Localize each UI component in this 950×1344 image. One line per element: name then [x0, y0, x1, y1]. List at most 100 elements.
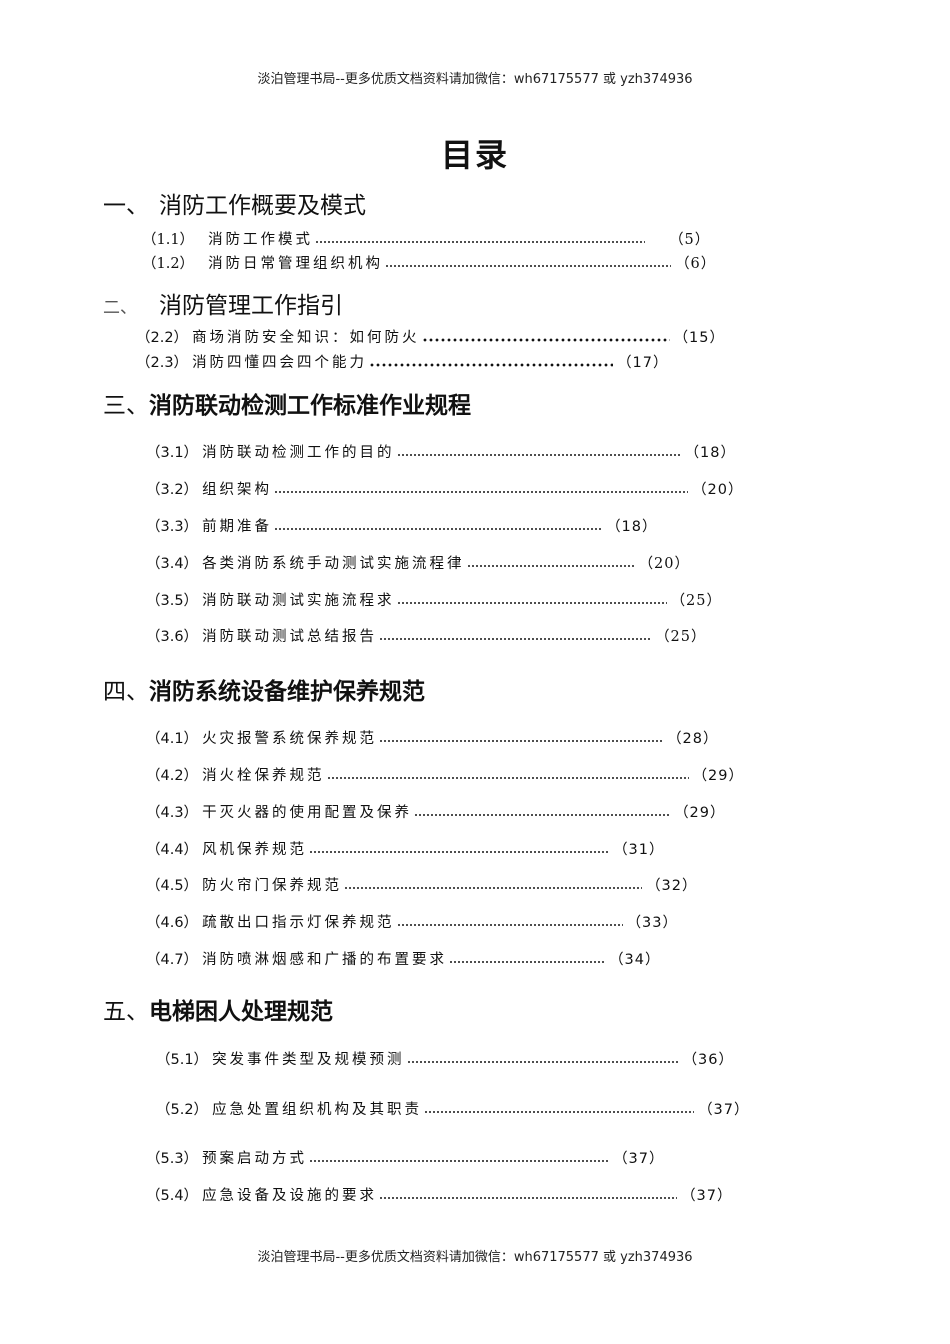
entry-code: （4.5）	[146, 878, 199, 894]
dot-leader	[274, 526, 603, 531]
entry-page: （20）	[638, 556, 691, 572]
entry-page: （15）	[673, 330, 726, 346]
entry-code: （4.2）	[146, 768, 199, 784]
toc-title: 目录	[440, 136, 509, 174]
toc-entry[interactable]: （5.4） 应急设备及设施的要求 （37）	[146, 1184, 733, 1205]
toc-entry[interactable]: （4.5） 防火帘门保养规范 （32）	[146, 874, 698, 895]
entry-code: （4.3）	[146, 805, 199, 821]
toc-entry[interactable]: （3.2） 组织架构 （20）	[146, 478, 744, 499]
dot-leader	[396, 922, 623, 927]
entry-label: 消防联动检测工作的目的	[202, 445, 395, 461]
section-heading-1[interactable]: 一、消防工作概要及模式	[103, 186, 366, 220]
dot-leader	[396, 452, 681, 457]
entry-label: 突发事件类型及规模预测	[212, 1052, 405, 1068]
entry-label: 消防工作模式	[208, 232, 314, 248]
section-number: 五、	[103, 999, 149, 1025]
entry-code: （1.1）	[142, 232, 195, 248]
entry-page: （20）	[692, 482, 744, 498]
entry-label: 消防四懂四会四个能力	[192, 355, 368, 371]
entry-page: （31）	[613, 842, 665, 858]
entry-page: （29）	[674, 805, 726, 821]
entry-page: （6）	[675, 256, 717, 272]
entry-code: （4.6）	[146, 915, 199, 931]
entry-label: 商场消防安全知识：如何防火	[192, 330, 420, 346]
entry-page: （33）	[626, 915, 679, 931]
entry-label: 应急处置组织机构及其职责	[212, 1102, 423, 1118]
dot-leader	[385, 263, 672, 268]
dot-leader	[466, 563, 635, 568]
dot-leader	[326, 775, 689, 780]
toc-entry[interactable]: （4.4） 风机保养规范 （31）	[146, 838, 665, 859]
entry-code: （5.1）	[156, 1052, 209, 1068]
dot-leader	[369, 362, 614, 367]
entry-page: （25）	[670, 593, 723, 609]
page-header: 淡泊管理书局--更多优质文档资料请加微信：wh67175577 或 yzh374…	[257, 72, 693, 87]
dot-leader	[274, 489, 689, 494]
entry-page: （28）	[667, 731, 719, 747]
section-number: 二、	[103, 298, 137, 318]
toc-entry[interactable]: （5.2） 应急处置组织机构及其职责 （37）	[156, 1098, 750, 1119]
entry-page: （36）	[682, 1052, 735, 1068]
entry-label: 消火栓保养规范	[202, 768, 325, 784]
toc-entry[interactable]: （5.1） 突发事件类型及规模预测 （36）	[156, 1048, 734, 1069]
page-footer: 淡泊管理书局--更多优质文档资料请加微信：wh67175577 或 yzh374…	[257, 1250, 693, 1265]
dot-leader	[309, 1158, 610, 1163]
entry-label: 前期准备	[202, 519, 273, 535]
entry-page: （29）	[692, 768, 745, 784]
section-heading-3[interactable]: 三、消防联动检测工作标准作业规程	[103, 386, 471, 420]
entry-page: （37）	[681, 1188, 733, 1204]
entry-label: 火灾报警系统保养规范	[202, 731, 378, 747]
toc-entry[interactable]: （3.4） 各类消防系统手动测试实施流程律 （20）	[146, 552, 690, 573]
entry-code: （3.1）	[146, 445, 199, 461]
section-title: 电梯困人处理规范	[149, 999, 333, 1025]
section-heading-5[interactable]: 五、电梯困人处理规范	[103, 992, 333, 1026]
section-heading-4[interactable]: 四、消防系统设备维护保养规范	[103, 672, 425, 706]
dot-leader	[379, 1195, 678, 1200]
toc-entry[interactable]: （3.1） 消防联动检测工作的目的 （18）	[146, 441, 736, 462]
entry-code: （5.4）	[146, 1188, 199, 1204]
entry-code: （4.1）	[146, 731, 199, 747]
entry-label: 防火帘门保养规范	[202, 878, 343, 894]
entry-label: 消防联动测试实施流程求	[202, 593, 395, 609]
dot-leader	[309, 849, 610, 854]
toc-entry[interactable]: （3.5） 消防联动测试实施流程求 （25）	[146, 589, 722, 610]
toc-entry[interactable]: （4.6） 疏散出口指示灯保养规范 （33）	[146, 911, 678, 932]
entry-page: （5）	[669, 232, 711, 248]
toc-entry[interactable]: （4.2） 消火栓保养规范 （29）	[146, 764, 744, 785]
entry-label: 预案启动方式	[202, 1151, 308, 1167]
entry-code: （4.7）	[146, 952, 199, 968]
toc-entry[interactable]: （1.2） 消防日常管理组织机构 （6）	[142, 252, 716, 273]
section-title: 消防系统设备维护保养规范	[149, 679, 425, 705]
toc-entry[interactable]: （5.3） 预案启动方式 （37）	[146, 1147, 665, 1168]
toc-entry[interactable]: （4.3） 干灭火器的使用配置及保养 （29）	[146, 801, 726, 822]
entry-code: （1.2）	[142, 256, 195, 272]
toc-entry[interactable]: （2.2） 商场消防安全知识：如何防火 （15）	[136, 326, 725, 347]
section-number: 三、	[103, 393, 149, 419]
entry-code: （3.5）	[146, 593, 199, 609]
entry-label: 干灭火器的使用配置及保养	[202, 805, 413, 821]
entry-code: （5.2）	[156, 1102, 209, 1118]
entry-label: 组织架构	[202, 482, 273, 498]
dot-leader	[406, 1059, 679, 1064]
toc-entry[interactable]: （1.1） 消防工作模式 （5）	[142, 228, 710, 249]
toc-entry[interactable]: （2.3） 消防四懂四会四个能力 （17）	[136, 351, 669, 372]
toc-entry[interactable]: （4.7） 消防喷淋烟感和广播的布置要求 （34）	[146, 948, 661, 969]
section-title: 消防联动检测工作标准作业规程	[149, 393, 471, 419]
toc-entry[interactable]: （3.6） 消防联动测试总结报告 （25）	[146, 625, 707, 646]
entry-label: 应急设备及设施的要求	[202, 1188, 378, 1204]
entry-page: （37）	[613, 1151, 665, 1167]
entry-code: （3.6）	[146, 629, 199, 645]
entry-code: （4.4）	[146, 842, 199, 858]
section-heading-2[interactable]: 二、消防管理工作指引	[103, 286, 343, 320]
dot-leader	[379, 738, 664, 743]
toc-entry[interactable]: （4.1） 火灾报警系统保养规范 （28）	[146, 727, 719, 748]
toc-entry[interactable]: （3.3） 前期准备 （18）	[146, 515, 658, 536]
entry-label: 消防日常管理组织机构	[208, 256, 384, 272]
dot-leader	[421, 337, 670, 342]
entry-page: （32）	[646, 878, 698, 894]
dot-leader	[379, 636, 652, 641]
dot-leader	[315, 239, 646, 244]
dot-leader	[344, 885, 643, 890]
section-number: 四、	[103, 679, 149, 705]
section-number: 一、	[103, 193, 149, 219]
